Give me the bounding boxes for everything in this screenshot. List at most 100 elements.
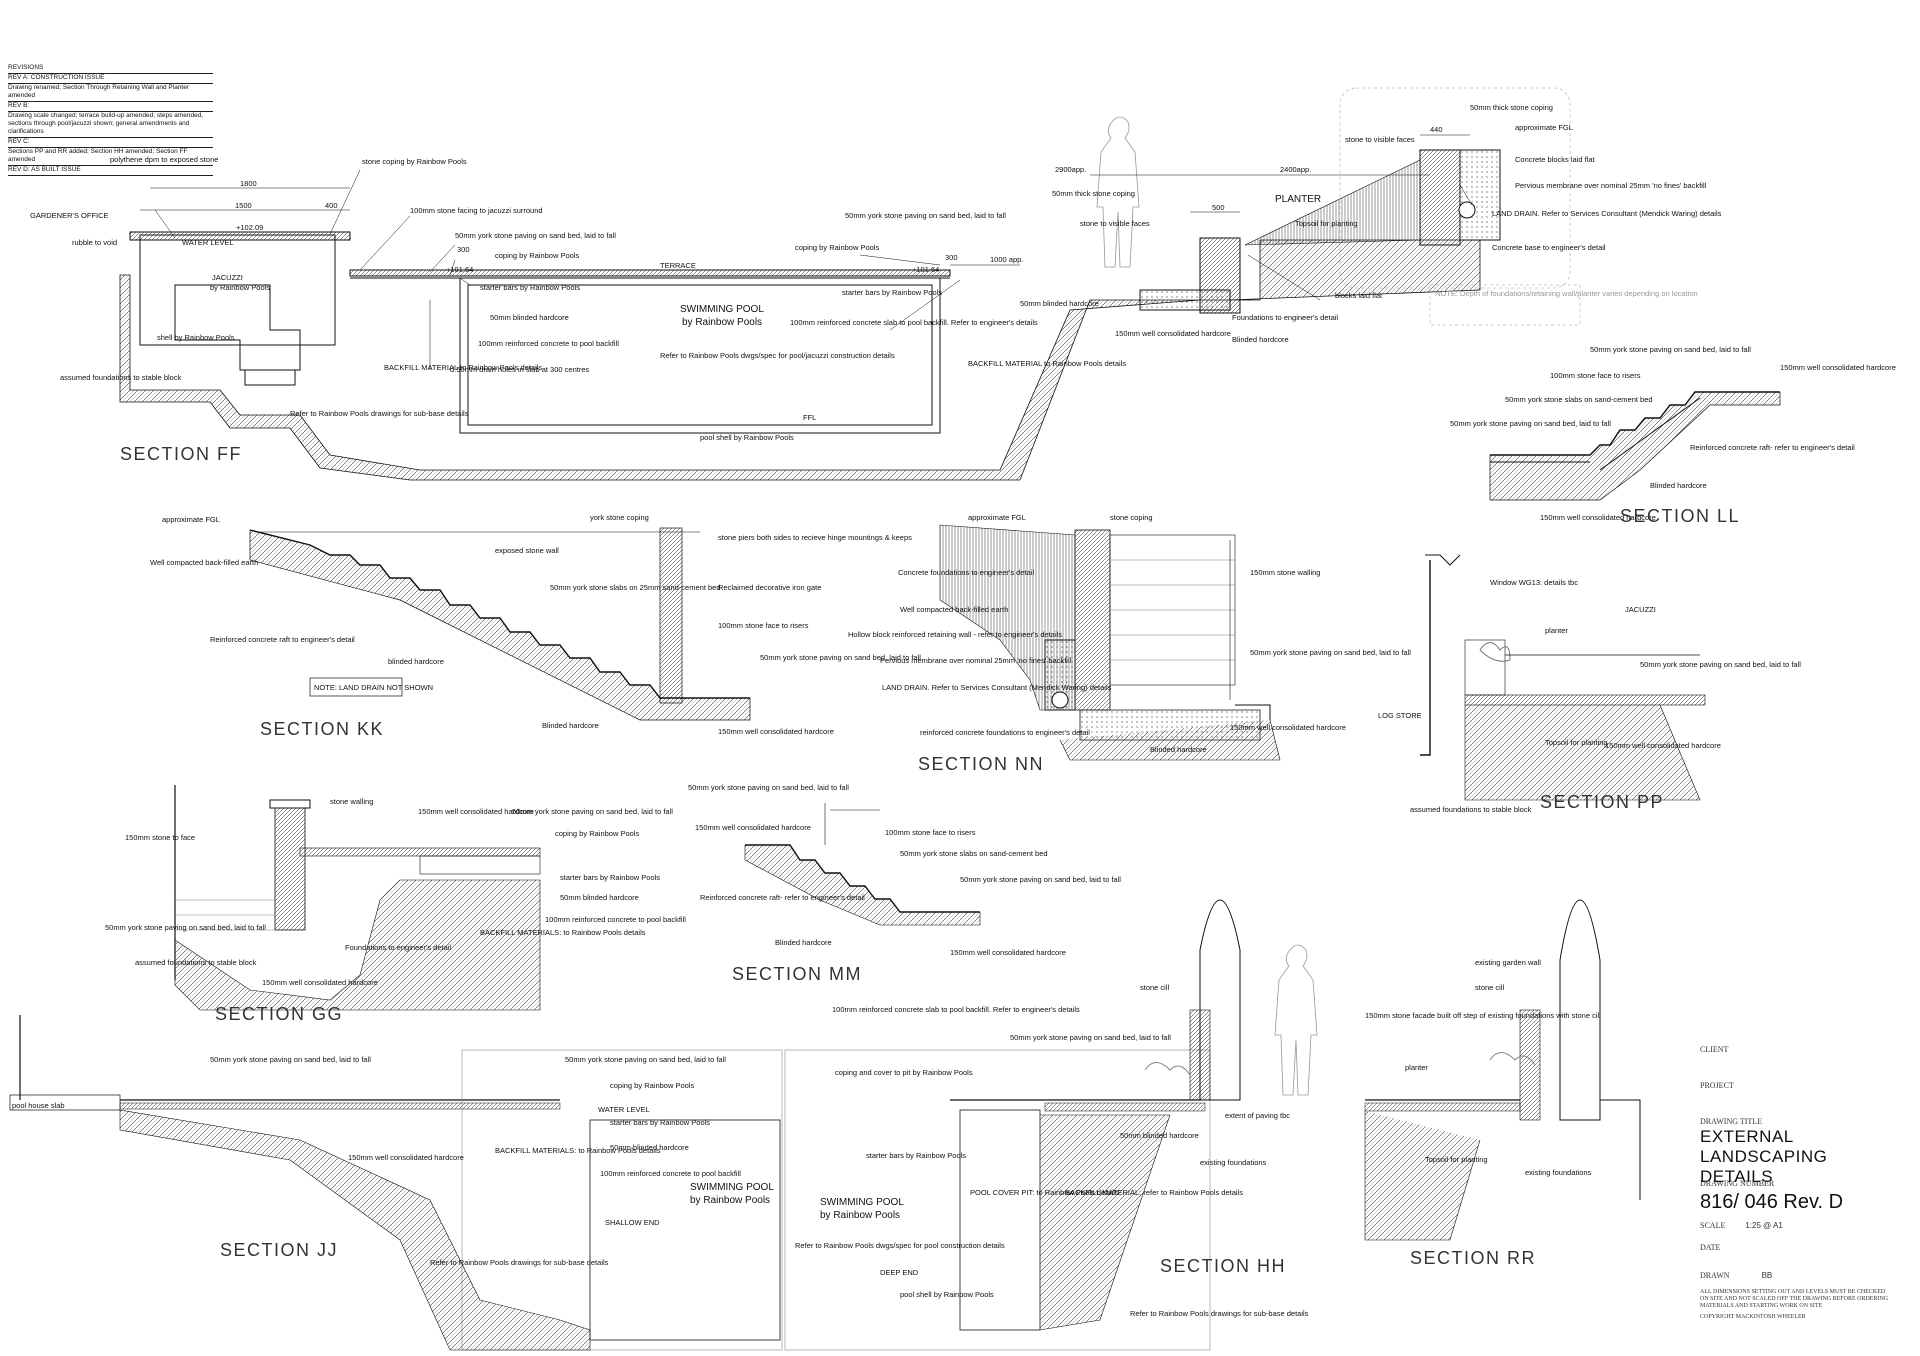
label: Reclaimed decorative iron gate xyxy=(718,583,821,592)
section-mm-labels: 50mm york stone paving on sand bed, laid… xyxy=(688,783,1121,984)
copyright: COPYRIGHT MACKINTOSH WHEELER xyxy=(1700,1314,1806,1320)
section-jj xyxy=(9,1015,783,1351)
label: assumed foundations to stable block xyxy=(1410,805,1532,814)
section-title-kk: SECTION KK xyxy=(260,719,384,739)
label: 50mm york stone paving on sand bed, laid… xyxy=(105,923,266,932)
section-gg xyxy=(174,785,541,1011)
planter-label: PLANTER xyxy=(1275,194,1321,205)
label: Refer to Rainbow Pools drawings for sub-… xyxy=(430,1258,609,1267)
label: Topsoil for planting xyxy=(1425,1155,1488,1164)
section-ll xyxy=(1489,391,1781,501)
label: Refer to Rainbow Pools dwgs/spec for poo… xyxy=(660,351,895,360)
label: stone coping xyxy=(1110,513,1153,522)
project-label: PROJECT xyxy=(1700,1081,1734,1090)
revision-entry: REV D: AS BUILT ISSUE xyxy=(8,166,213,176)
section-kk-labels: approximate FGL york stone coping expose… xyxy=(150,513,921,739)
drawing-number-label: DRAWING NUMBER xyxy=(1700,1179,1775,1188)
label: existing foundations xyxy=(1525,1168,1592,1177)
label: 50mm york stone paving on sand bed, laid… xyxy=(845,211,1006,220)
section-ff xyxy=(119,87,1581,481)
label: 150mm well consolidated hardcore xyxy=(262,978,378,987)
section-rr-labels: existing garden wall stone cill 150mm st… xyxy=(1365,958,1601,1268)
label: Blinded hardcore xyxy=(542,721,599,730)
label: 150mm well consolidated hardcore xyxy=(1540,513,1656,522)
section-nn xyxy=(939,524,1281,761)
pool-label: by Rainbow Pools xyxy=(682,317,762,328)
label: Refer to Rainbow Pools drawings for sub-… xyxy=(1130,1309,1309,1318)
note: NOTE: Depth of foundations/retaining wal… xyxy=(1435,289,1698,298)
label: WATER LEVEL xyxy=(182,238,234,247)
label: 150mm well consolidated hardcore xyxy=(695,823,811,832)
label: starter bars by Rainbow Pools xyxy=(560,873,660,882)
drawn-value: BB xyxy=(1761,1271,1773,1280)
label: Topsoil for planting xyxy=(1545,738,1608,747)
section-mm xyxy=(744,803,981,926)
section-hh-labels: 100mm reinforced concrete slab to pool b… xyxy=(795,983,1309,1318)
section-nn-labels: approximate FGL stone coping Concrete fo… xyxy=(848,513,1411,774)
label: coping by Rainbow Pools xyxy=(495,251,579,260)
dimension: 500 xyxy=(1212,203,1225,212)
label: coping and cover to pit by Rainbow Pools xyxy=(835,1068,973,1077)
label: rubble to void xyxy=(72,238,117,247)
dimension: 2400app. xyxy=(1280,165,1311,174)
label: existing garden wall xyxy=(1475,958,1541,967)
label: 50mm york stone paving on sand bed, laid… xyxy=(210,1055,371,1064)
label: JACUZZI xyxy=(1625,605,1656,614)
label: 50mm blinded hardcore xyxy=(1020,299,1099,308)
label: Topsoil for planting xyxy=(1295,219,1358,228)
dimension: 400 xyxy=(325,201,338,210)
scale-label: SCALE xyxy=(1700,1221,1726,1230)
label: 50mm york stone paving on sand bed, laid… xyxy=(1250,648,1411,657)
revision-entry: Drawing scale changed; terrace build-up … xyxy=(8,112,213,138)
label: 50mm york stone paving on sand bed, laid… xyxy=(1010,1033,1171,1042)
label: Concrete foundations to engineer's detai… xyxy=(898,568,1034,577)
label: assumed foundations to stable block xyxy=(60,373,182,382)
label: LOG STORE xyxy=(1378,711,1422,720)
pool-label: by Rainbow Pools xyxy=(690,1195,770,1206)
pool-label: SWIMMING POOL xyxy=(680,304,764,315)
label: BACKFILL MATERIALS: to Rainbow Pools det… xyxy=(495,1146,661,1155)
revisions-block: REVISIONS REV A: CONSTRUCTION ISSUE Draw… xyxy=(8,64,213,176)
label: reinforced concrete foundations to engin… xyxy=(920,728,1090,737)
label: 50mm york stone slabs on sand-cement bed xyxy=(900,849,1048,858)
label: approximate FGL xyxy=(1515,123,1573,132)
label: BACKFILL MATERIAL: refer to Rainbow Pool… xyxy=(1065,1188,1243,1197)
label: Hollow block reinforced retaining wall -… xyxy=(848,630,1062,639)
label: stone walling xyxy=(330,797,373,806)
label: LAND DRAIN. Refer to Services Consultant… xyxy=(882,683,1112,692)
label: Well compacted back-filled earth xyxy=(900,605,1008,614)
label: coping by Rainbow Pools xyxy=(610,1081,694,1090)
label: assumed foundations to stable block xyxy=(135,958,257,967)
label: Reinforced concrete raft- refer to engin… xyxy=(1690,443,1855,452)
revisions-heading: REVISIONS xyxy=(8,64,213,74)
section-title-mm: SECTION MM xyxy=(732,964,862,984)
label: Reinforced concrete raft- refer to engin… xyxy=(700,893,865,902)
label: polythene dpm to exposed stone xyxy=(110,155,218,164)
label: 50mm york stone paving on sand bed, laid… xyxy=(1640,660,1801,669)
label: Well compacted back-filled earth xyxy=(150,558,258,567)
label: starter bars by Rainbow Pools xyxy=(610,1118,710,1127)
section-rr xyxy=(1364,899,1641,1241)
label: by Rainbow Pools xyxy=(210,283,270,292)
label: 50mm york stone paving on sand bed, laid… xyxy=(1590,345,1751,354)
label: 150mm stone facade built off step of exi… xyxy=(1365,1011,1601,1020)
label: stone to visible faces xyxy=(1080,219,1150,228)
label: planter xyxy=(1545,626,1568,635)
label: 150mm well consolidated hardcore xyxy=(950,948,1066,957)
section-ll-labels: 50mm york stone paving on sand bed, laid… xyxy=(1450,345,1896,526)
level: +101.64 xyxy=(446,265,473,274)
label: Blinded hardcore xyxy=(1232,335,1289,344)
label: FFL xyxy=(803,413,816,422)
label: Concrete blocks laid flat xyxy=(1515,155,1596,164)
label: GARDENER'S OFFICE xyxy=(30,211,109,220)
label: d.50mm drain holes in slab at 300 centre… xyxy=(450,365,589,374)
label: 100mm reinforced concrete to pool backfi… xyxy=(545,915,686,924)
note: NOTE: LAND DRAIN NOT SHOWN xyxy=(314,683,433,692)
label: 100mm reinforced concrete slab to pool b… xyxy=(790,318,1038,327)
section-gg-labels: stone walling 150mm stone to face 150mm … xyxy=(105,797,686,1024)
revision-entry: Drawing renamed; Section Through Retaini… xyxy=(8,84,213,102)
label: 50mm blinded hardcore xyxy=(490,313,569,322)
label: 100mm reinforced concrete slab to pool b… xyxy=(832,1005,1080,1014)
label: starter bars by Rainbow Pools xyxy=(842,288,942,297)
label: 50mm york stone paving on sand bed, laid… xyxy=(455,231,616,240)
